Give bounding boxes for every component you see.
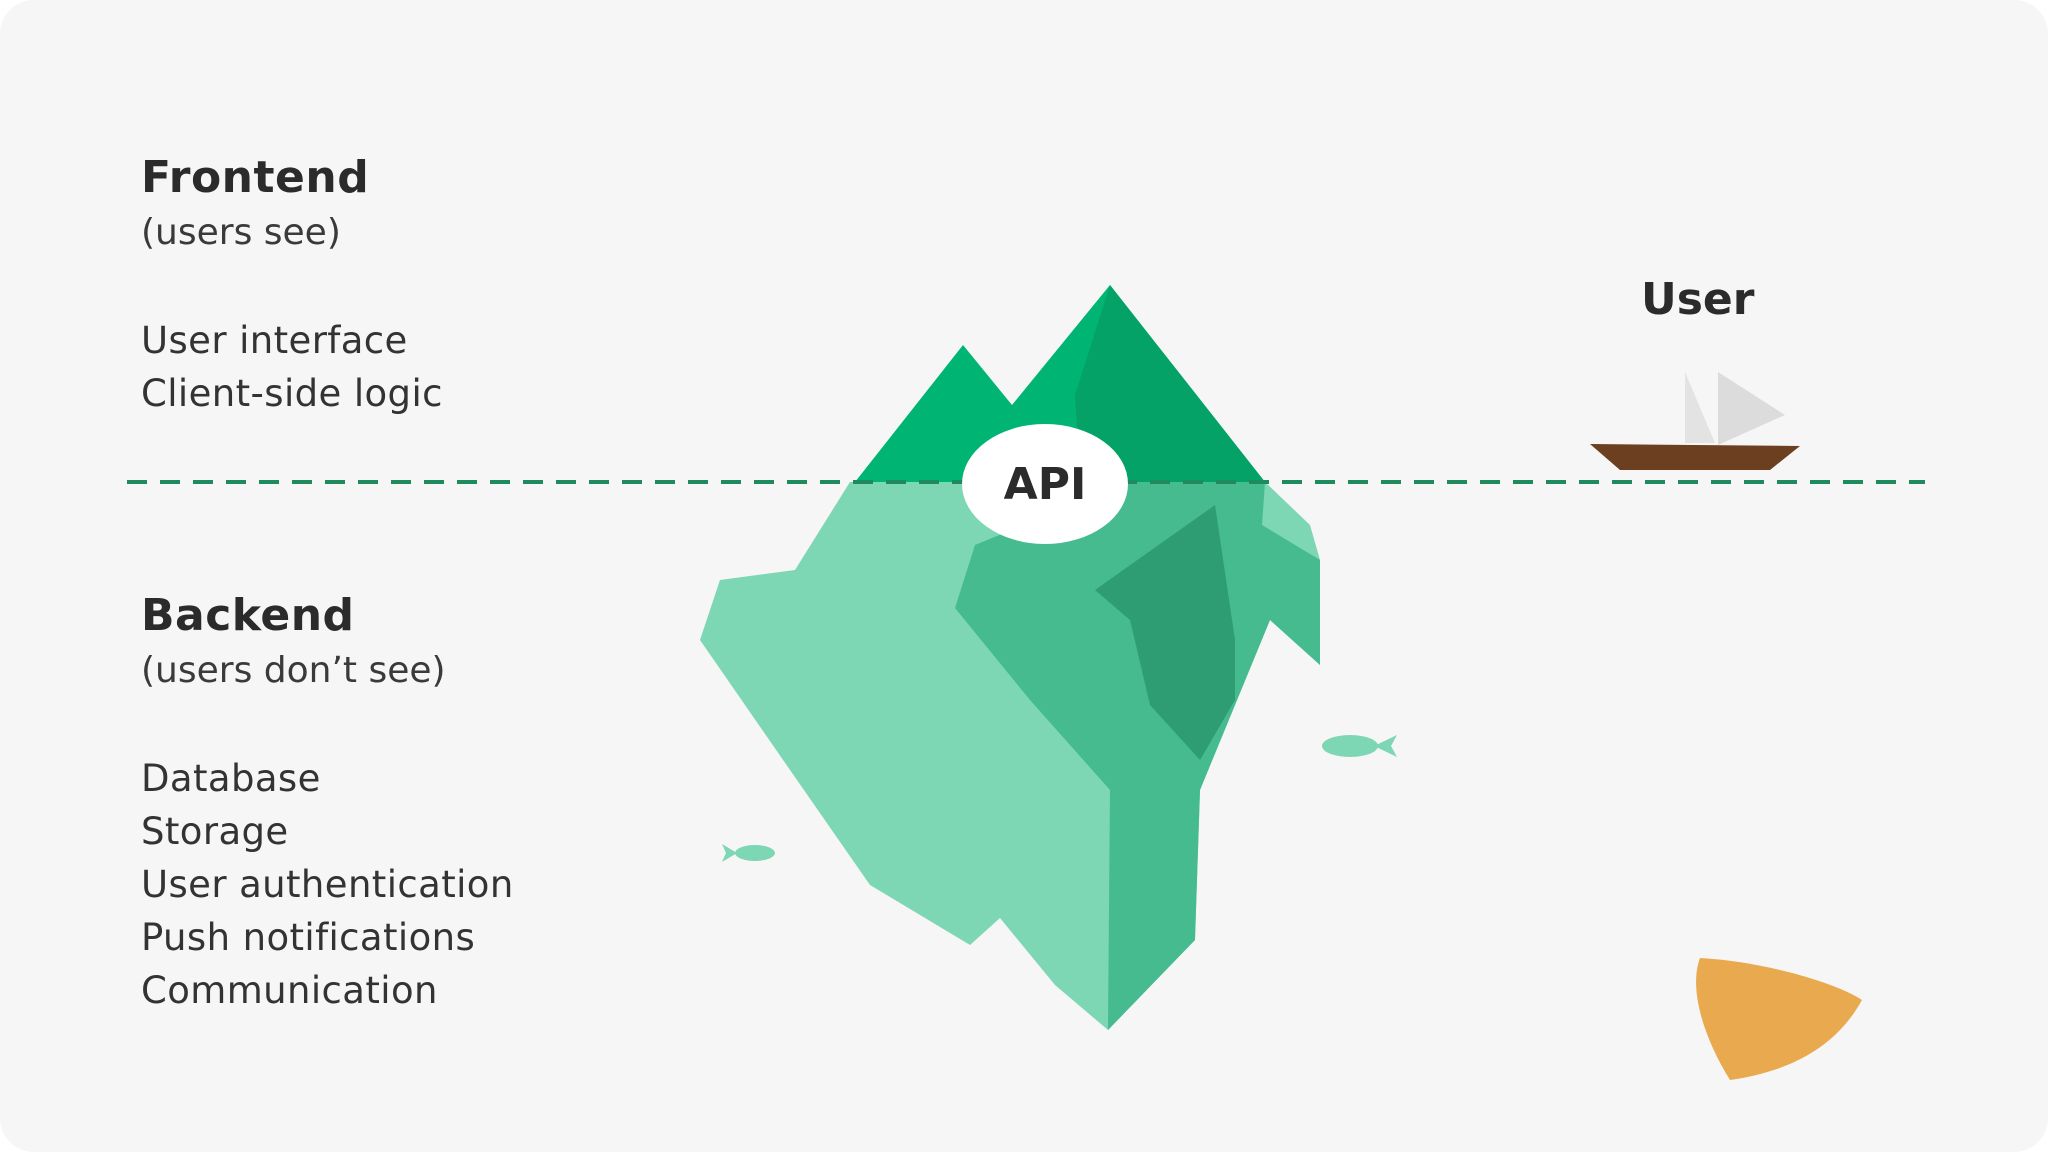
frontend-item-list: User interface Client-side logic xyxy=(141,314,443,420)
boat-icon xyxy=(1590,372,1800,470)
backend-item: Push notifications xyxy=(141,911,514,964)
backend-item: Communication xyxy=(141,964,514,1017)
frontend-subtitle: (users see) xyxy=(141,212,341,253)
fish-icon xyxy=(1322,735,1397,757)
backend-item: Database xyxy=(141,752,514,805)
frontend-item: User interface xyxy=(141,314,443,367)
backend-item: User authentication xyxy=(141,858,514,911)
frontend-item: Client-side logic xyxy=(141,367,443,420)
api-label: API xyxy=(962,424,1128,544)
backend-item: Storage xyxy=(141,805,514,858)
orange-accent-shape xyxy=(1696,958,1862,1080)
user-label: User xyxy=(1641,274,1754,325)
backend-item-list: Database Storage User authentication Pus… xyxy=(141,752,514,1017)
backend-subtitle: (users don’t see) xyxy=(141,650,446,691)
backend-title: Backend xyxy=(141,590,355,641)
fish-icon xyxy=(722,844,775,862)
frontend-title: Frontend xyxy=(141,152,369,203)
